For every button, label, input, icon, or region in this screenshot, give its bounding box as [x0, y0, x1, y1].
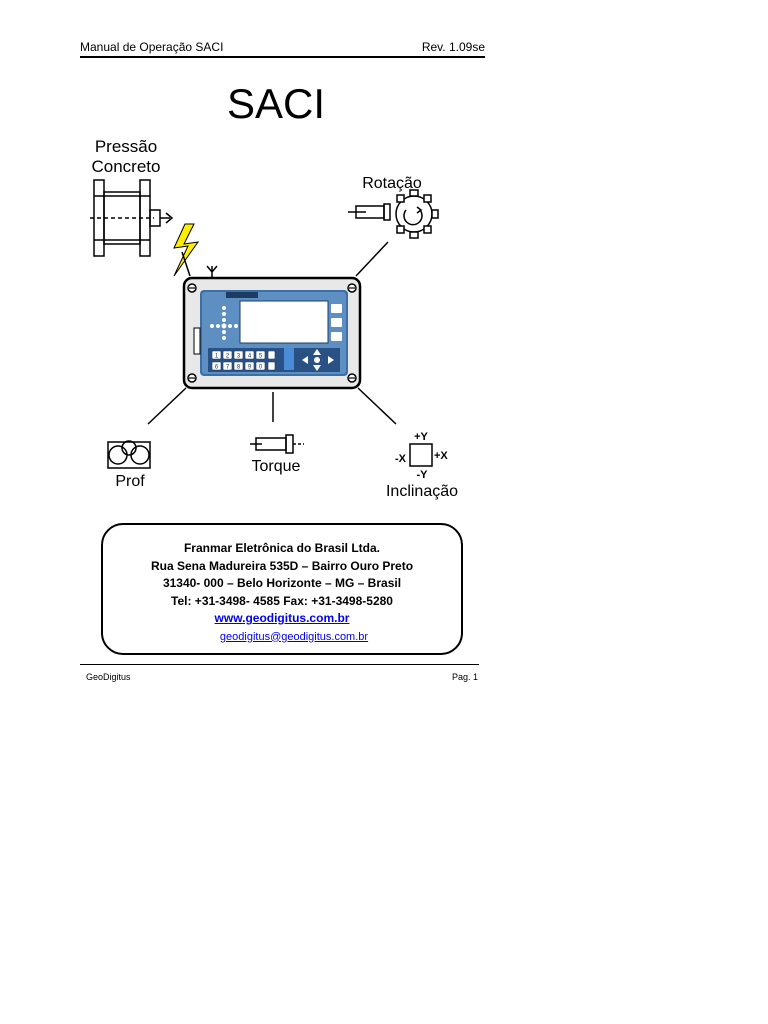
phone-fax: Tel: +31-3498- 4585 Fax: +31-3498-5280: [171, 593, 393, 608]
company-name: Franmar Eletrônica do Brasil Ltda.: [183, 541, 381, 555]
label-pressao: Pressão: [95, 137, 157, 156]
torque-sensor-icon: [250, 434, 304, 454]
label-torque: Torque: [252, 458, 301, 475]
key-0: 0: [259, 365, 263, 371]
key-3: 3: [237, 354, 241, 360]
page-header: Manual de Operação SACI Rev. 1.09se: [80, 40, 485, 58]
label-minus-y: -Y: [417, 469, 429, 481]
key-1: 1: [215, 354, 219, 360]
diagram-title: SACI: [227, 80, 325, 127]
key-9: 9: [248, 365, 252, 371]
footer-company: GeoDigitus: [86, 672, 131, 682]
contact-box: Franmar Eletrônica do Brasil Ltda. Rua S…: [101, 523, 463, 655]
revision-label: Rev. 1.09se: [421, 40, 485, 54]
label-plus-x: +X: [434, 450, 448, 462]
website-link[interactable]: www.geodigitus.com.br: [214, 611, 350, 625]
rotation-sensor-icon: [348, 189, 439, 239]
inclination-sensor-icon: +Y -Y +X -X: [395, 431, 448, 481]
key-5: 5: [259, 354, 263, 360]
page-number: Pag. 1: [451, 672, 478, 682]
depth-sensor-icon: [107, 440, 151, 469]
label-prof: Prof: [115, 473, 145, 490]
label-minus-x: -X: [395, 453, 407, 465]
key-4: 4: [248, 354, 252, 360]
footer-divider: [80, 664, 479, 665]
label-plus-y: +Y: [414, 431, 428, 443]
label-concreto: Concreto: [92, 157, 161, 176]
key-8: 8: [237, 365, 241, 371]
saci-display-unit: 1 2 3 4 5 6 7 8 9 0: [182, 276, 362, 390]
city-address: 31340- 000 – Belo Horizonte – MG – Brasi…: [162, 576, 402, 590]
street-address: Rua Sena Madureira 535D – Bairro Ouro Pr…: [150, 558, 414, 573]
key-2: 2: [226, 354, 230, 360]
pressure-sensor-icon: [90, 179, 174, 257]
email-link[interactable]: geodigitus@geodigitus.com.br: [219, 630, 369, 643]
key-7: 7: [226, 365, 230, 371]
label-rotacao: Rotação: [362, 175, 422, 192]
document-title: Manual de Operação SACI: [80, 40, 224, 54]
saci-system-diagram: SACI Pressão Concreto Rotação: [90, 80, 458, 500]
key-6: 6: [215, 365, 219, 371]
label-inclinacao: Inclinação: [386, 483, 458, 500]
wireless-lightning-icon: [173, 223, 200, 277]
